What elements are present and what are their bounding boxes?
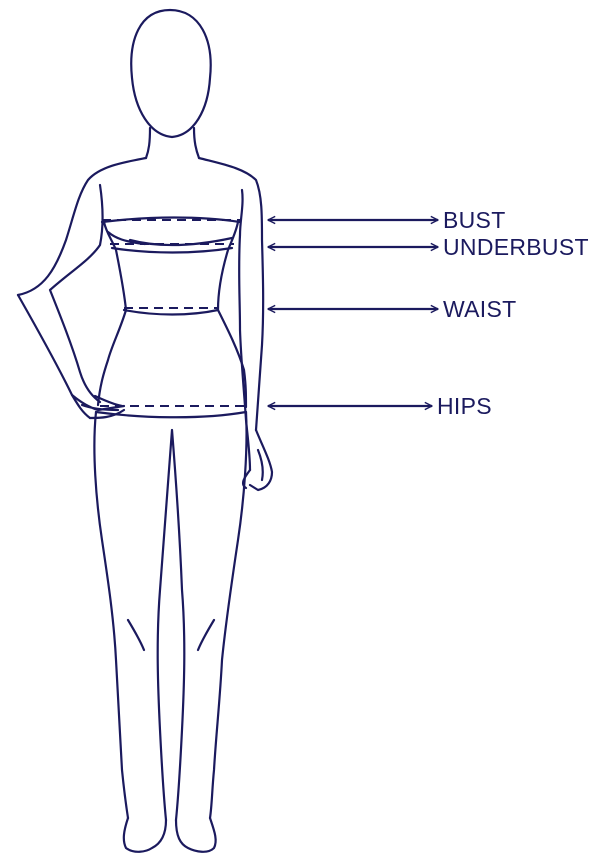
right-leg-outline	[210, 412, 247, 818]
underbust-label: UNDERBUST	[443, 234, 589, 260]
left-leg-outline	[94, 412, 128, 818]
neck-outline	[146, 128, 199, 158]
underbust-band-outline	[112, 248, 232, 253]
measurement-guides	[100, 220, 246, 406]
bust-label: BUST	[443, 207, 506, 233]
bustline-outline	[102, 218, 240, 246]
right-foot-outline	[176, 818, 216, 852]
measurement-labels: BUST UNDERBUST WAIST HIPS	[437, 207, 589, 419]
left-arm-outline	[18, 185, 103, 418]
inner-leg-outline	[158, 430, 185, 820]
right-arm-outline	[239, 190, 250, 470]
right-shoulder-outline	[199, 158, 263, 430]
knee-lines	[128, 620, 214, 650]
waist-label: WAIST	[443, 296, 516, 322]
measurement-arrows	[268, 220, 438, 406]
head-outline	[131, 10, 210, 137]
waist-band-outline	[124, 310, 218, 315]
body-figure	[18, 10, 272, 852]
left-shoulder-outline	[18, 158, 146, 295]
left-foot-outline	[124, 818, 166, 852]
hips-label: HIPS	[437, 393, 492, 419]
